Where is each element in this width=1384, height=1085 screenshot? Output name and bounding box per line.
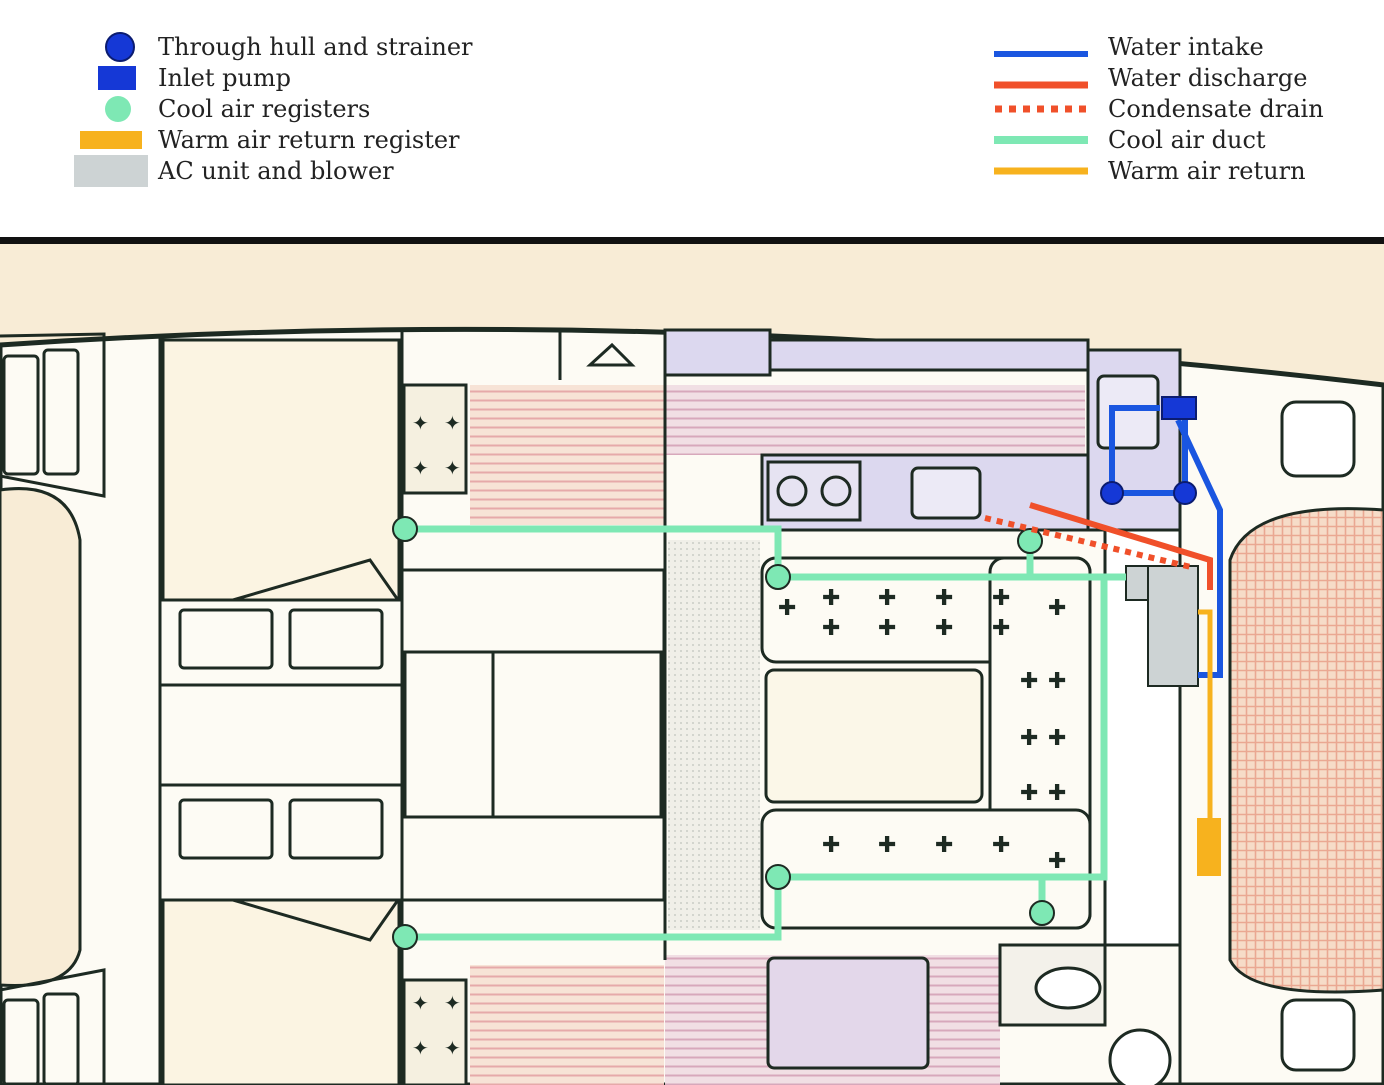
svg-text:✦: ✦ xyxy=(412,456,429,480)
seat-markers: ✦ ✦ ✦ ✦ ✦ ✦ ✦ ✦ xyxy=(412,411,461,1060)
sink-icon xyxy=(910,466,982,520)
cabin-floors xyxy=(402,383,1085,1085)
svg-text:✚: ✚ xyxy=(992,586,1010,611)
stove-icon xyxy=(766,460,862,522)
svg-text:✚: ✚ xyxy=(822,586,840,611)
head xyxy=(766,943,1172,1085)
svg-text:✚: ✚ xyxy=(1020,781,1038,806)
saloon-seating xyxy=(760,528,1182,947)
svg-text:✚: ✚ xyxy=(1020,726,1038,751)
svg-text:✚: ✚ xyxy=(822,833,840,858)
svg-text:✦: ✦ xyxy=(412,1036,429,1060)
cool-air-register xyxy=(1017,528,1043,554)
svg-text:✦: ✦ xyxy=(444,411,461,435)
warm-air-return-line-icon xyxy=(994,167,1088,175)
water-discharge-line-icon xyxy=(994,81,1088,89)
legend-item-warm-air-return: Warm air return xyxy=(992,156,1306,186)
svg-text:✚: ✚ xyxy=(1048,726,1066,751)
condensate-drain-line-icon xyxy=(995,105,1088,113)
cool-air-register-icon xyxy=(105,96,131,122)
basin-icon xyxy=(1034,966,1102,1010)
water-intake-line-icon xyxy=(994,51,1088,57)
svg-text:✚: ✚ xyxy=(878,586,896,611)
ac-unit-block-icon xyxy=(74,155,148,187)
svg-text:✚: ✚ xyxy=(1048,596,1066,621)
cool-air-register xyxy=(392,516,418,542)
trampoline-net xyxy=(1228,507,1384,994)
cool-air-registers xyxy=(392,516,1055,950)
svg-text:✚: ✚ xyxy=(822,616,840,641)
svg-text:✚: ✚ xyxy=(1048,849,1066,874)
toilet-icon xyxy=(1108,1028,1172,1085)
galley xyxy=(558,328,1182,1085)
cool-air-register xyxy=(1029,900,1055,926)
warm-air-return-line xyxy=(1198,609,1213,820)
water-discharge-line xyxy=(1029,502,1213,590)
saloon-table xyxy=(764,668,984,804)
legend-item-cool-air-duct: Cool air duct xyxy=(992,125,1266,155)
cool-air-register xyxy=(392,924,418,950)
warm-air-return-register-icon xyxy=(80,131,142,149)
svg-text:✚: ✚ xyxy=(1048,669,1066,694)
saloon-floor xyxy=(668,540,760,930)
through-hull-strainer xyxy=(1173,481,1197,505)
legend-item-inlet-pump: Inlet pump xyxy=(96,63,291,93)
svg-text:✚: ✚ xyxy=(878,833,896,858)
through-hull-circle-icon xyxy=(105,32,135,62)
cool-air-register xyxy=(765,564,791,590)
stairs-top xyxy=(0,332,106,498)
left-hull-cutout xyxy=(0,487,82,988)
saloon-cushion-markers: ✚ ✚ ✚ ✚ ✚ ✚ ✚ ✚ ✚ ✚ ✚ ✚ ✚ ✚ ✚ ✚ ✚ ✚ ✚ ✚ ✚ xyxy=(778,586,1066,874)
ac-blower xyxy=(1125,565,1151,601)
legend-item-cool-air-registers: Cool air registers xyxy=(100,94,370,124)
left-cabins xyxy=(158,330,666,1085)
svg-text:✚: ✚ xyxy=(935,616,953,641)
legend-item-water-discharge: Water discharge xyxy=(992,63,1307,93)
hatches xyxy=(1280,400,1356,1072)
svg-text:✚: ✚ xyxy=(878,616,896,641)
cool-air-register xyxy=(765,864,791,890)
through-hull-strainer xyxy=(1100,481,1124,505)
legend-item-warm-air-return-register: Warm air return register xyxy=(78,125,460,155)
warm-air-return-register xyxy=(1197,818,1221,876)
svg-text:✚: ✚ xyxy=(935,586,953,611)
svg-text:✦: ✦ xyxy=(444,456,461,480)
svg-text:✚: ✚ xyxy=(935,833,953,858)
divider-line xyxy=(0,237,1384,244)
svg-text:✚: ✚ xyxy=(778,596,796,621)
svg-text:✚: ✚ xyxy=(992,833,1010,858)
svg-text:✦: ✦ xyxy=(412,991,429,1015)
svg-text:✚: ✚ xyxy=(992,616,1010,641)
inlet-pump xyxy=(1161,396,1197,420)
svg-text:✦: ✦ xyxy=(412,411,429,435)
svg-text:✚: ✚ xyxy=(1020,669,1038,694)
cool-air-duct-line-icon xyxy=(994,136,1088,144)
legend-item-through-hull: Through hull and strainer xyxy=(100,32,473,62)
svg-text:✦: ✦ xyxy=(444,1036,461,1060)
legend-item-condensate-drain: Condensate drain xyxy=(992,94,1324,124)
svg-text:✚: ✚ xyxy=(1048,781,1066,806)
ac-unit xyxy=(1147,565,1199,687)
svg-text:✦: ✦ xyxy=(444,991,461,1015)
legend-item-ac-unit: AC unit and blower xyxy=(72,155,394,187)
inlet-pump-square-icon xyxy=(98,66,136,90)
stairs-bottom xyxy=(0,968,106,1085)
legend-item-water-intake: Water intake xyxy=(992,32,1264,62)
